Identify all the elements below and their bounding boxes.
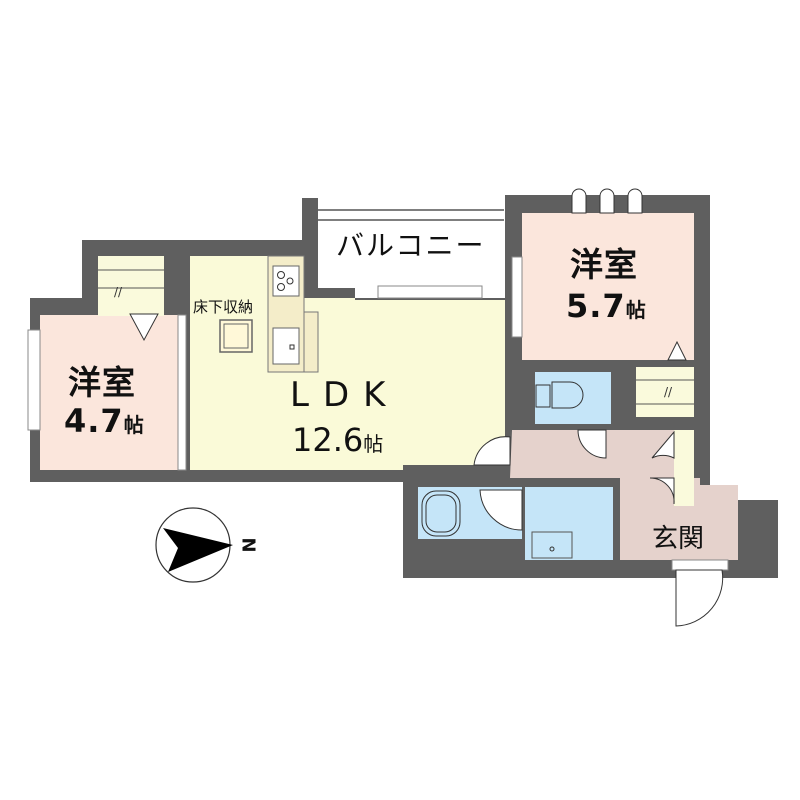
- entrance-label: 玄関: [652, 524, 705, 554]
- closet-1: [98, 256, 164, 316]
- balcony-floor: [318, 205, 504, 283]
- stove-icon: [272, 265, 300, 297]
- size-unit: 帖: [363, 432, 384, 456]
- svg-text://: //: [664, 385, 673, 399]
- western-room-1-floor: [40, 315, 178, 470]
- svg-text://: //: [114, 285, 123, 299]
- size-unit: 帖: [625, 298, 647, 322]
- entrance-door: [675, 569, 724, 627]
- north-label: N: [237, 537, 259, 553]
- western-room-1-name: 洋室: [68, 363, 136, 402]
- western-room-1-size: 4.7帖: [64, 405, 145, 437]
- shoe-storage: [674, 430, 694, 506]
- washbasin-icon: [531, 531, 573, 559]
- sink-icon: [272, 327, 300, 365]
- western-room-2-size: 5.7帖: [566, 290, 647, 322]
- closet-2: [636, 367, 694, 417]
- ldk-name: LDK: [290, 375, 400, 415]
- closet-door-icon-2: [667, 340, 687, 361]
- ldk-size: 12.6帖: [292, 424, 383, 456]
- size-value: 4.7: [64, 402, 124, 440]
- size-value: 5.7: [566, 287, 626, 325]
- size-unit: 帖: [123, 413, 145, 437]
- bathtub-icon: [421, 490, 461, 537]
- closet-door-icon: [129, 313, 159, 342]
- underfloor-storage-label: 床下収納: [193, 298, 254, 316]
- north-arrow-icon: [155, 507, 233, 583]
- size-value: 12.6: [292, 421, 364, 459]
- western-room-2-floor: [522, 213, 694, 360]
- western-room-2-name: 洋室: [570, 245, 638, 284]
- toilet-icon: [535, 381, 584, 409]
- balcony-label: バルコニー: [336, 229, 486, 262]
- underfloor-storage-hatch: [219, 319, 253, 353]
